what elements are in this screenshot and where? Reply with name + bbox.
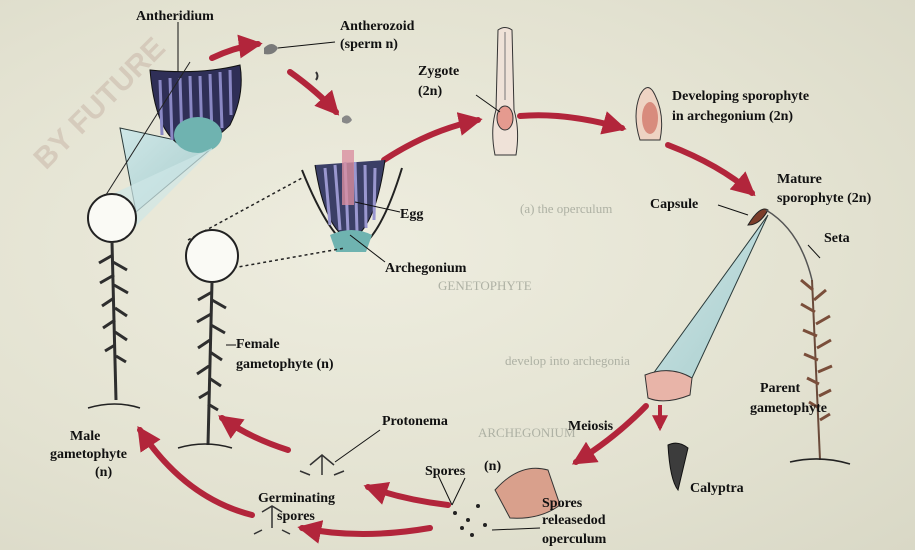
label-female-gametophyte-line2: gametophyte (n) [236,357,334,372]
label-germinating-spores-line2: spores [277,509,315,524]
mature-sporophyte-illustration [645,205,850,464]
label-developing-sporophyte-line2: in archegonium (2n) [672,109,793,124]
label-parent-gametophyte-line2: gametophyte [750,401,827,416]
label-capsule: Capsule [650,197,698,212]
archegonium-illustration [302,150,402,262]
label-archegonium: Archegonium [385,261,467,276]
label-male-gametophyte-line3: (n) [95,465,112,480]
arrow-archegonium-to-zygote [384,120,478,160]
developing-sporophyte-illustration [636,88,662,141]
label-protonema: Protonema [382,414,448,429]
svg-text:develop into archegonia: develop into archegonia [505,353,630,368]
calyptra-illustration [668,443,688,490]
label-mature-sporophyte: Mature [777,172,822,187]
zygote-illustration [476,28,518,156]
arrow-protonema-to-female [222,418,288,450]
label-antheridium: Antheridium [136,9,214,24]
label-mature-sporophyte-line2: sporophyte (2n) [777,191,872,206]
label-calyptra: Calyptra [690,481,744,496]
label-spores-ploidy: (n) [484,459,501,474]
label-seta: Seta [824,231,850,246]
background-text: (a) the operculum GENETOPHYTE develop in… [438,201,630,440]
arrow-developing-to-mature [668,145,752,193]
arrow-spores-to-germinating [368,487,448,505]
label-egg: Egg [400,207,423,222]
label-operculum: operculum [542,532,607,547]
label-female-gametophyte: Female [236,337,280,352]
arrow-sperm-to-egg [290,72,336,112]
svg-text:(a) the operculum: (a) the operculum [520,201,612,216]
label-spores: Spores [425,464,466,479]
label-spores-released: Spores [542,496,583,511]
label-antherozoid-line2: (sperm n) [340,37,398,52]
label-parent-gametophyte: Parent [760,381,801,396]
label-male-gametophyte: Male [70,429,100,444]
label-zygote: Zygote [418,64,459,79]
label-meiosis: Meiosis [568,419,614,434]
label-antherozoid: Antherozoid [340,19,415,34]
arrow-germinating-to-male [140,430,252,515]
label-spores-released-line2: releasedod [542,513,606,528]
arrow-zygote-to-developing [520,115,622,128]
label-male-gametophyte-line2: gametophyte [50,447,127,462]
label-zygote-ploidy: (2n) [418,84,442,99]
arrow-released-to-germinating [302,528,430,534]
label-developing-sporophyte: Developing sporophyte [672,89,809,104]
arrow-meiosis-to-spores [576,406,646,462]
svg-text:ARCHEGONIUM: ARCHEGONIUM [478,425,576,440]
label-germinating-spores: Germinating [258,491,335,506]
arrow-antheridium-to-sperm [212,44,258,58]
female-gametophyte-illustration [178,178,345,448]
svg-text:GENETOPHYTE: GENETOPHYTE [438,278,532,293]
